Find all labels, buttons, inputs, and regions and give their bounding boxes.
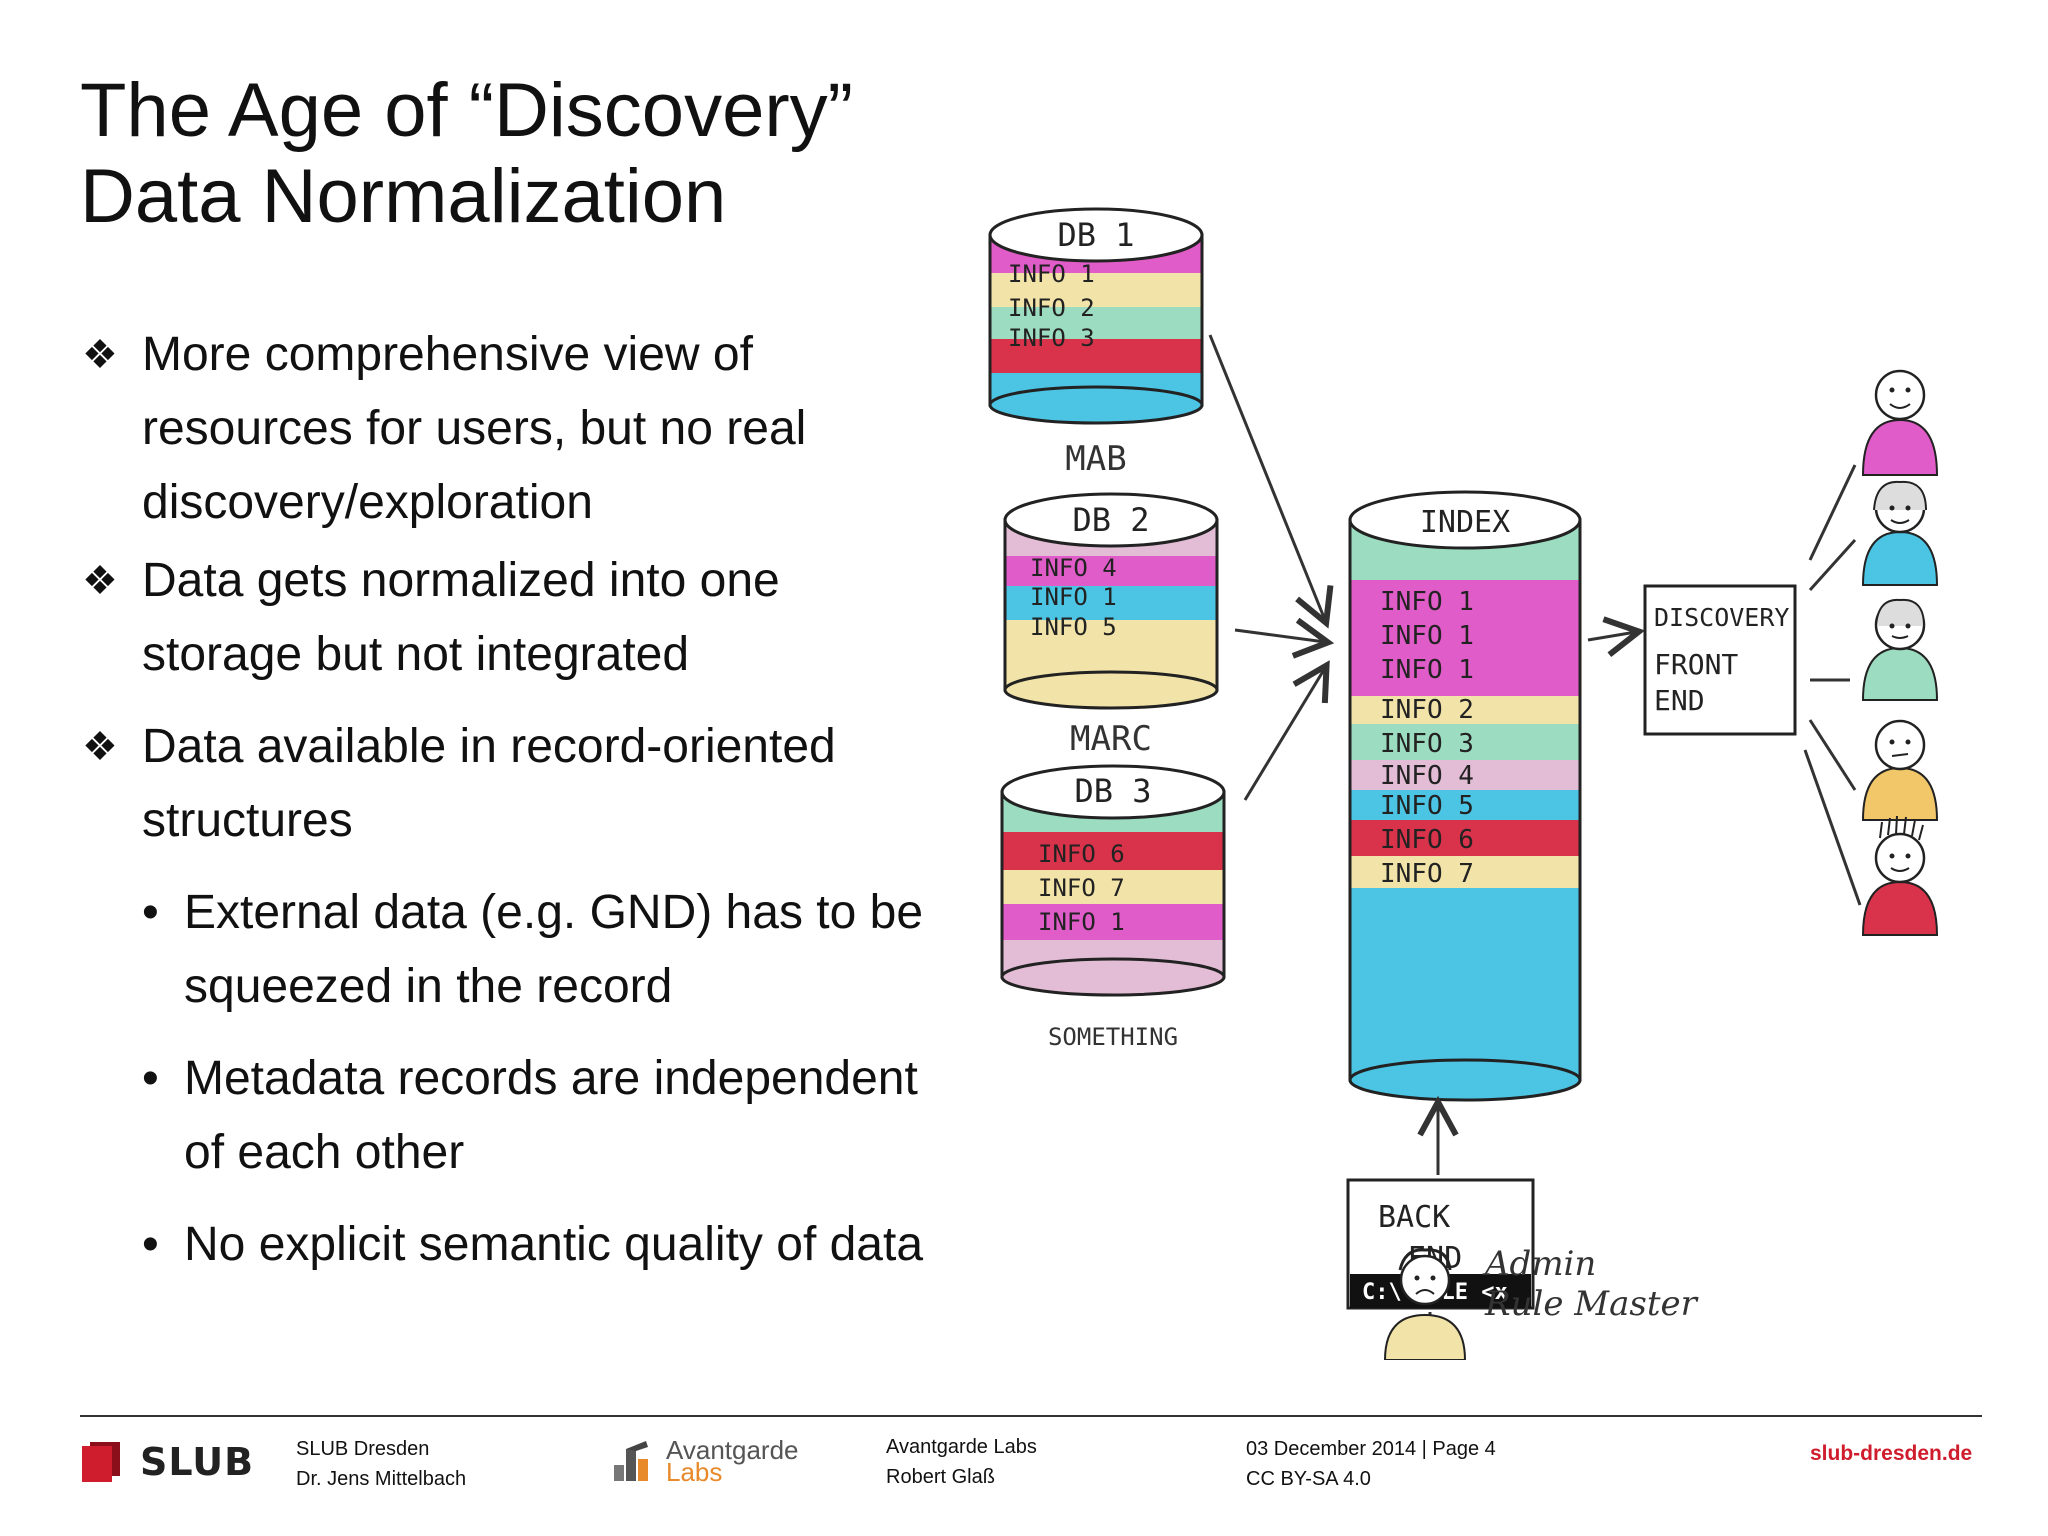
user-avatar-2 [1861, 480, 1939, 586]
avantgarde-logo-line-1: Avantgarde [666, 1435, 799, 1465]
bullet-marker-icon: ❖ [82, 333, 118, 377]
db2-row: INFO 5 [1030, 613, 1117, 641]
footer-divider [80, 1415, 1982, 1417]
index-row: INFO 1 [1380, 655, 1474, 685]
sub-bullet-marker: • [142, 1218, 159, 1271]
index-row: INFO 6 [1380, 825, 1474, 855]
db3-row: INFO 7 [1038, 874, 1125, 902]
sub-bullet-marker: • [142, 886, 159, 939]
bullet-item: ❖ Data available in record-oriented stru… [80, 710, 940, 858]
slide-title: The Age of “Discovery” Data Normalizatio… [80, 68, 853, 240]
index-row: INFO 7 [1380, 859, 1474, 889]
footer-partner: Avantgarde Labs [886, 1436, 1037, 1458]
sub-bullet-marker: • [142, 1052, 159, 1105]
bullet-list: ❖ More comprehensive view of resources f… [80, 318, 940, 1282]
user-avatar-3 [1861, 598, 1939, 701]
bullet-text: Data available in record-oriented struct… [142, 720, 836, 847]
title-line-2: Data Normalization [80, 154, 727, 239]
title-line-1: The Age of “Discovery” [80, 68, 853, 153]
sub-bullet-text: External data (e.g. GND) has to be squee… [184, 886, 924, 1013]
footer-license: CC BY-SA 4.0 [1246, 1468, 1371, 1490]
frontend-line-2: FRONT [1654, 648, 1738, 681]
sub-bullet-text: Metadata records are independent of each… [184, 1052, 918, 1179]
sub-bullet-item: • External data (e.g. GND) has to be squ… [80, 876, 940, 1024]
db1-row: INFO 1 [1008, 260, 1095, 288]
user-avatar-5 [1861, 815, 1939, 936]
db2-row: INFO 1 [1030, 583, 1117, 611]
index-row: INFO 4 [1380, 761, 1474, 791]
db3-cylinder: DB 3 INFO 6 INFO 7 INFO 1 SOMETHING [1000, 764, 1226, 1051]
index-title: INDEX [1420, 505, 1510, 540]
db1-title: DB 1 [1057, 216, 1134, 254]
footer-partner-block: Avantgarde Labs Robert Glaß [886, 1432, 1037, 1492]
bullet-text: More comprehensive view of resources for… [142, 328, 807, 529]
arrow-index-to-frontend [1587, 632, 1636, 640]
discovery-frontend-box: DISCOVERY FRONT END [1643, 584, 1797, 736]
arrow-db3-to-index [1243, 668, 1325, 801]
db1-row: INFO 2 [1008, 294, 1095, 322]
index-row: INFO 1 [1380, 587, 1474, 617]
arrow-db2-to-index [1234, 630, 1325, 642]
db3-caption: SOMETHING [1048, 1023, 1178, 1051]
bullet-marker-icon: ❖ [82, 559, 118, 603]
db1-caption: MAB [1065, 439, 1126, 479]
bullet-text: Data gets normalized into one storage bu… [142, 554, 780, 681]
footer-org-block: SLUB Dresden Dr. Jens Mittelbach [296, 1434, 466, 1494]
sub-bullet-item: • No explicit semantic quality of data [80, 1208, 940, 1282]
db3-row: INFO 6 [1038, 840, 1125, 868]
frontend-line-3: END [1654, 684, 1705, 717]
backend-line-1: BACK [1378, 1200, 1450, 1235]
footer-org: SLUB Dresden [296, 1438, 430, 1460]
normalization-diagram: DB 1 INFO 1 INFO 2 INFO 3 MAB DB 2 INFO … [988, 207, 1939, 1360]
slub-logo-icon [82, 1442, 120, 1482]
db1-cylinder: DB 1 INFO 1 INFO 2 INFO 3 MAB [988, 207, 1204, 479]
admin-label-2: Rule Master [1484, 1284, 1699, 1324]
db1-row: INFO 3 [1008, 324, 1095, 352]
admin-avatar [1383, 1248, 1467, 1360]
avantgarde-logo: Avantgarde Labs [612, 1435, 799, 1487]
avantgarde-logo-line-2: Labs [666, 1457, 723, 1487]
slub-logo: SLUB [80, 1440, 254, 1484]
sub-bullet-text: No explicit semantic quality of data [184, 1218, 924, 1271]
footer-partner-author: Robert Glaß [886, 1466, 995, 1488]
footer-date-block: 03 December 2014 | Page 4 CC BY-SA 4.0 [1246, 1434, 1496, 1494]
db3-row: INFO 1 [1038, 908, 1125, 936]
index-row: INFO 5 [1380, 791, 1474, 821]
user-avatar-1 [1861, 369, 1939, 476]
admin-label-1: Admin [1482, 1244, 1596, 1284]
user-connectors [1803, 464, 1862, 906]
slub-logo-text: SLUB [140, 1440, 255, 1484]
avantgarde-logo-icon [614, 1441, 648, 1481]
sub-bullet-item: • Metadata records are independent of ea… [80, 1042, 940, 1190]
index-row: INFO 1 [1380, 621, 1474, 651]
db2-title: DB 2 [1072, 501, 1149, 539]
footer-date: 03 December 2014 | Page 4 [1246, 1438, 1496, 1460]
footer-author: Dr. Jens Mittelbach [296, 1468, 467, 1490]
footer-site-link[interactable]: slub-dresden.de [1810, 1442, 1973, 1465]
db2-caption: MARC [1070, 719, 1152, 759]
bullet-item: ❖ More comprehensive view of resources f… [80, 318, 940, 540]
bullet-marker-icon: ❖ [82, 725, 118, 769]
index-row: INFO 2 [1380, 695, 1474, 725]
index-row: INFO 3 [1380, 729, 1474, 759]
db2-cylinder: DB 2 INFO 4 INFO 1 INFO 5 MARC [1003, 492, 1219, 759]
db2-row: INFO 4 [1030, 554, 1117, 582]
frontend-line-1: DISCOVERY [1654, 603, 1789, 632]
arrow-db1-to-index [1208, 334, 1325, 620]
index-cylinder: INDEX INFO 1 INFO 1 INFO 1 INFO 2 INFO 3… [1348, 490, 1582, 1102]
bullet-item: ❖ Data gets normalized into one storage … [80, 544, 940, 692]
user-avatar-4 [1861, 719, 1939, 821]
db3-title: DB 3 [1074, 772, 1151, 810]
